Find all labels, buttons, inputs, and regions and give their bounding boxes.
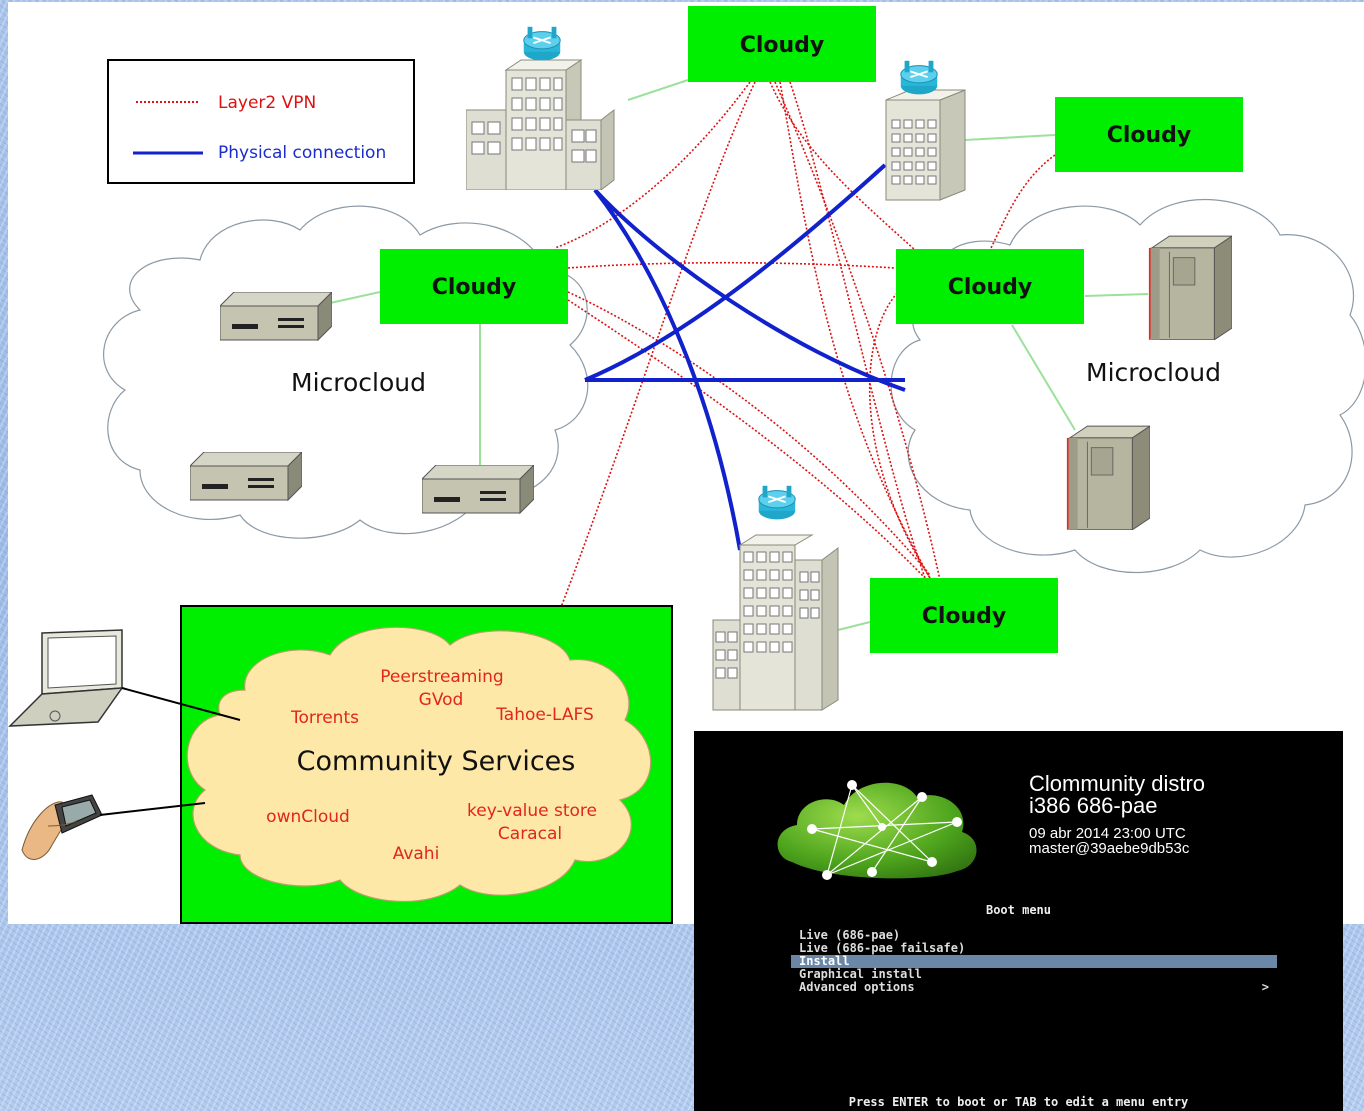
cloudy-node-left-microcloud: Cloudy (380, 249, 568, 324)
laptop-icon (8, 629, 124, 727)
cloudy-node-right-microcloud: Cloudy (896, 249, 1084, 324)
boot-menu[interactable]: Live (686-pae) Live (686-pae failsafe) I… (791, 929, 1277, 994)
boot-menu-item-live[interactable]: Live (686-pae) (799, 928, 901, 942)
cloudy-node-top: Cloudy (688, 6, 876, 82)
server-icon (220, 292, 332, 341)
boot-menu-item-install[interactable]: Install (791, 955, 1277, 968)
service-label: Caracal (498, 824, 562, 844)
svg-text:Cloudy: Cloudy (1107, 123, 1192, 148)
community-services-title: Community Services (297, 746, 576, 777)
router-icon (899, 60, 939, 96)
distro-build-info: 09 abr 2014 23:00 UTC master@39aebe9db53… (1029, 825, 1190, 857)
router-icon (522, 26, 562, 62)
submenu-arrow-icon: > (1261, 980, 1269, 994)
svg-text:Cloudy: Cloudy (922, 604, 1007, 629)
svg-text:Cloudy: Cloudy (948, 275, 1033, 300)
boot-footer-hint: Press ENTER to boot or TAB to edit a men… (848, 1095, 1189, 1109)
boot-menu-title: Boot menu (985, 903, 1052, 917)
boot-menu-item-live-failsafe[interactable]: Live (686-pae failsafe) (799, 941, 966, 955)
service-label: Avahi (393, 844, 440, 864)
service-label: key-value store (467, 801, 597, 821)
community-services-cloud (186, 626, 652, 902)
microcloud-left-label: Microcloud (291, 368, 426, 397)
service-label: Tahoe-LAFS (495, 705, 594, 725)
microcloud-right-label: Microcloud (1086, 358, 1221, 387)
cloudy-node-bottom: Cloudy (870, 578, 1058, 653)
svg-text:Cloudy: Cloudy (740, 33, 825, 58)
server-icon (190, 452, 302, 501)
physical-links (584, 163, 906, 551)
tower-server-icon (1148, 235, 1232, 340)
clommunity-cloud-logo-icon (777, 780, 977, 880)
service-label: Torrents (290, 708, 359, 728)
svg-text:Cloudy: Cloudy (432, 275, 517, 300)
legend-vpn-label: Layer2 VPN (218, 93, 316, 113)
building-3 (712, 485, 839, 711)
router-icon (757, 485, 797, 521)
service-label: ownCloud (266, 807, 350, 827)
vpn-links (534, 81, 1056, 661)
service-label: GVod (419, 690, 464, 710)
boot-screen: Clommunity distro i386 686-pae 09 abr 20… (694, 731, 1343, 1111)
legend-physical-label: Physical connection (218, 143, 386, 163)
tower-server-icon (1066, 425, 1150, 530)
building-2 (885, 60, 966, 201)
boot-menu-item-graphical-install[interactable]: Graphical install (799, 967, 922, 981)
legend: Layer2 VPN Physical connection (107, 59, 415, 184)
smartphone-hand-icon (21, 794, 103, 860)
local-links (329, 79, 1149, 631)
service-label: Peerstreaming (380, 667, 503, 687)
distro-title: Clommunity distro i386 686-pae (1029, 771, 1206, 818)
boot-menu-item-advanced-options[interactable]: Advanced options> (799, 980, 1269, 994)
server-icon (422, 465, 534, 514)
cloudy-node-right: Cloudy (1055, 97, 1243, 172)
community-services-panel: Community Services Peerstreaming GVod Ta… (180, 605, 673, 924)
